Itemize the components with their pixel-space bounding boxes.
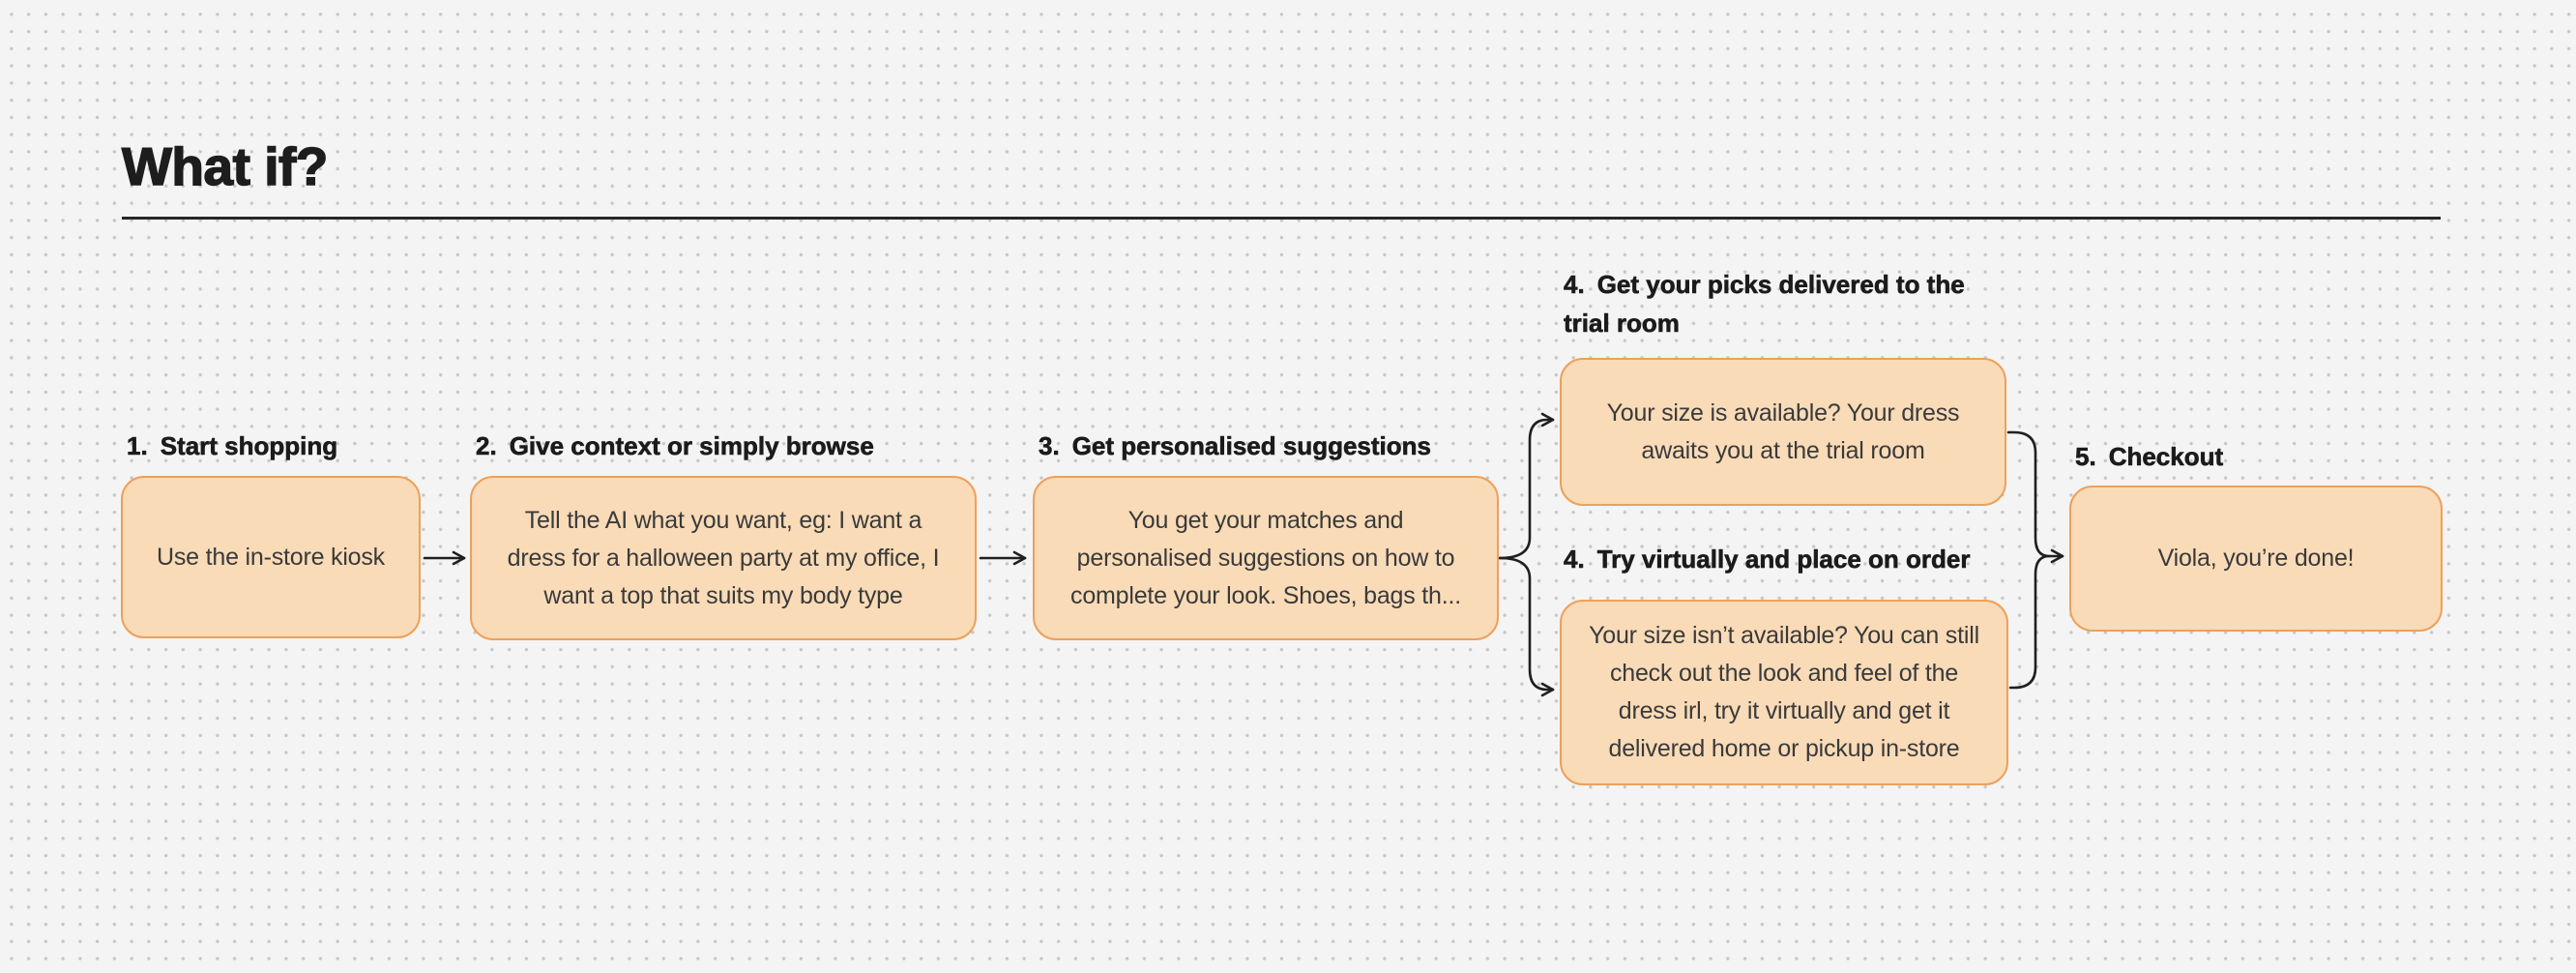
node-text: Your size is available? Your dress await…: [1606, 398, 1960, 464]
step-4a-label[interactable]: 4.Get your picks delivered to the trial …: [1564, 265, 2066, 342]
connector-split-bottom[interactable]: [1498, 556, 1555, 697]
connector-split-top[interactable]: [1498, 412, 1555, 560]
flow-node-suggestions[interactable]: You get your matches and personalised su…: [1033, 476, 1499, 640]
step-4a-number: 4.: [1564, 270, 1585, 300]
step-2-number: 2.: [476, 431, 497, 461]
step-1-number: 1.: [127, 431, 148, 461]
flow-node-checkout[interactable]: Viola, you’re done!: [2069, 486, 2443, 632]
node-text: Use the in-store kiosk: [157, 543, 385, 571]
flow-node-trial-room[interactable]: Your size is available? Your dress await…: [1560, 358, 2006, 506]
flow-node-start-shopping[interactable]: Use the in-store kiosk: [121, 476, 421, 638]
step-1-label[interactable]: 1. Start shopping: [127, 427, 338, 465]
connector-merge-bottom[interactable]: [2008, 554, 2051, 690]
flow-node-try-virtually[interactable]: Your size isn’t available? You can still…: [1560, 600, 2008, 785]
node-text: Your size isn’t available? You can still…: [1589, 622, 1979, 762]
step-3-number: 3.: [1039, 431, 1060, 461]
step-2-title: Give context or simply browse: [509, 431, 874, 461]
page-title[interactable]: What if?: [121, 136, 329, 196]
node-text: Tell the AI what you want, eg: I want a …: [507, 506, 940, 609]
step-2-label[interactable]: 2. Give context or simply browse: [476, 427, 874, 465]
step-4a-title: Get your picks delivered to the trial ro…: [1564, 270, 1965, 339]
node-text: You get your matches and personalised su…: [1070, 506, 1461, 609]
step-5-title: Checkout: [2108, 442, 2224, 472]
step-4b-title: Try virtually and place on order: [1596, 545, 1971, 575]
step-3-title: Get personalised suggestions: [1071, 431, 1431, 461]
step-4b-label[interactable]: 4. Try virtually and place on order: [1564, 540, 1971, 578]
flow-node-give-context[interactable]: Tell the AI what you want, eg: I want a …: [470, 476, 977, 640]
step-3-label[interactable]: 3. Get personalised suggestions: [1039, 427, 1432, 465]
title-divider: [122, 217, 2441, 220]
step-1-title: Start shopping: [160, 431, 338, 461]
connector-merge-top[interactable]: [2006, 430, 2064, 564]
step-5-number: 5.: [2075, 442, 2096, 472]
node-text: Viola, you’re done!: [2157, 545, 2355, 572]
step-5-label[interactable]: 5. Checkout: [2075, 437, 2224, 476]
step-4b-number: 4.: [1564, 545, 1585, 575]
